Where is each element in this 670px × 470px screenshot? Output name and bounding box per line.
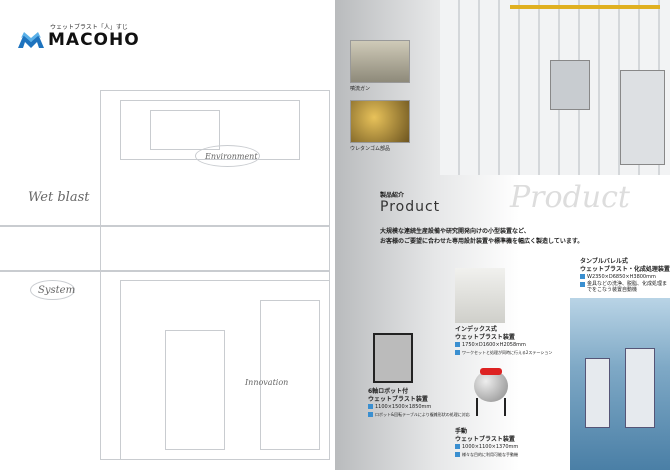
blueprint-line [0,270,330,272]
jet-gun-caption: 噴流ガン [350,86,371,92]
spec-icon [455,342,460,347]
production-line-photo [440,0,670,175]
product-watermark: Product [510,180,630,215]
brand-tagline: ウェットブラスト「人」すじ [50,24,128,31]
handwritten-system: System [38,285,76,296]
spec-icon [368,404,373,409]
intro-text: 大規模な連続生産設備や研究開発向けの小型装置など、 お客様のご要望に合わせた専用… [380,227,583,247]
macoho-logo-icon [18,32,44,48]
left-page: ウェットブラスト「人」すじ MACOHO Wet blast Environme… [0,24,330,460]
spec-icon [580,282,585,287]
spec-icon [368,412,373,417]
section-label: 製品紹介 [380,192,405,199]
urethane-parts-photo [350,100,410,143]
robot-machine-photo [373,333,413,383]
blueprint-line [0,225,330,227]
handwritten-innovation: Innovation [245,378,289,387]
product-robot: 6軸ロボット付 ウェットブラスト装置 1100×1500×1850mm ロボット… [368,388,470,417]
intro-line: お客様のご要望に合わせた専用設計装置や標準機を幅広く製造しています。 [380,238,584,245]
handwritten-environment: Environment [205,152,258,161]
spec-text: 金具などの洗浄、脱脂、化成処理までをこなう装置自動機 [587,281,668,293]
jet-gun-photo [350,40,410,83]
blueprint-detail [150,110,220,150]
brand-name: MACOHO [48,30,140,50]
blueprint-ellipse [30,280,75,300]
index-machine-photo [455,268,505,323]
manual-machine-photo [470,368,512,418]
blueprint-detail [120,280,330,460]
spec-icon [455,350,460,355]
section-title: Product [380,199,441,215]
handwritten-wet-blast: Wet blast [28,190,90,205]
product-manual: 手動 ウェットブラスト装置 1000×1100×1370mm 様々な目的に利用可… [455,428,519,457]
right-page: Product 噴流ガン ウレタンゴム部品 製品紹介 Product 大規模な連… [335,0,670,470]
intro-line: 大規模な連続生産設備や研究開発向けの小型装置など、 [380,228,530,235]
product-index: インデックス式 ウェットブラスト装置 1750×D1600×H2058mm ワー… [455,326,553,355]
blueprint-detail [260,300,320,450]
spec-icon [455,444,460,449]
spec-icon [580,274,585,279]
urethane-parts-caption: ウレタンゴム部品 [350,146,391,152]
factory-photo [570,298,670,470]
brand-logo: ウェットブラスト「人」すじ MACOHO [18,24,140,50]
blueprint-detail [165,330,225,450]
product-tumble-barrel: タンブルバレル式 ウェットブラスト・化成処理装置 W2350×D6850×H38… [580,258,670,293]
spec-icon [455,452,460,457]
blueprint-ellipse [195,145,260,167]
